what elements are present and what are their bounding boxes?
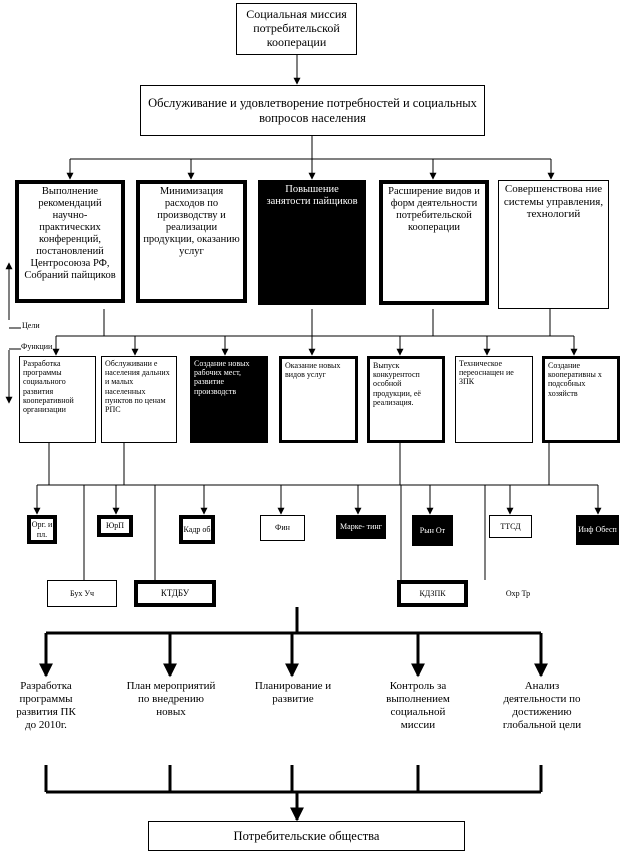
- dept-labor-safety: Охр Тр: [487, 580, 549, 607]
- dept-finance: Фин: [260, 515, 305, 541]
- function-box-new-jobs: Создание новых рабочих мест, развитие пр…: [190, 356, 268, 443]
- action-program-2010: Разработка программы развития ПК до 2010…: [16, 680, 76, 731]
- function-box-technical-upgrade: Техническое переоснащен ие ЗПК: [455, 356, 533, 443]
- function-box-new-services: Оказание новых видов услуг: [279, 356, 358, 443]
- consumer-societies-box: Потребительские общества: [148, 821, 465, 851]
- goal-box-expansion: Расширение видов и форм деятельности пот…: [379, 180, 489, 305]
- dept-kdzpk: КДЗПК: [397, 580, 468, 607]
- mission-box: Социальная миссия потребительской коопер…: [236, 3, 357, 55]
- action-implementation-plan: План мероприятий по внедрению новых: [126, 680, 216, 718]
- dept-legal: ЮрП: [97, 515, 133, 537]
- goal-box-improvement: Совершенствова ние системы управления, т…: [498, 180, 609, 309]
- dept-personnel: Кадр об: [179, 515, 215, 544]
- goal-box-employment: Повышение занятости пайщиков: [258, 180, 366, 305]
- dept-ktdbu: КТДБУ: [134, 580, 216, 607]
- service-box: Обслуживание и удовлетворение потребност…: [140, 85, 485, 136]
- dept-accounting: Бух Уч: [47, 580, 117, 607]
- dept-info-support: Инф Обесп: [576, 515, 619, 545]
- function-box-subsidiary-farms: Создание кооперативны х подсобных хозяйс…: [542, 356, 620, 443]
- action-activity-analysis: Анализ деятельности по достижению глобал…: [502, 680, 582, 731]
- function-box-social-program: Разработка программы социального развити…: [19, 356, 96, 443]
- function-box-remote-service: Обслуживани е населения дальних и малых …: [101, 356, 177, 443]
- dept-org-planning: Орг. и пл.: [27, 515, 57, 544]
- goal-box-recommendations: Выполнение рекомендаций научно-практичес…: [15, 180, 125, 303]
- functions-label: Функции: [21, 342, 53, 351]
- action-mission-control: Контроль за выполнением социальной мисси…: [386, 680, 450, 731]
- dept-marketing: Марке- тинг: [336, 515, 386, 539]
- action-planning-development: Планирование и развитие: [254, 680, 332, 705]
- dept-market: Рын От: [412, 515, 453, 546]
- goals-label: Цели: [22, 321, 40, 330]
- dept-ttsd: ТТСД: [489, 515, 532, 538]
- function-box-competitive-products: Выпуск конкурентосп особной продукции, е…: [367, 356, 445, 443]
- goal-box-minimization: Минимизация расходов по производству и р…: [136, 180, 247, 303]
